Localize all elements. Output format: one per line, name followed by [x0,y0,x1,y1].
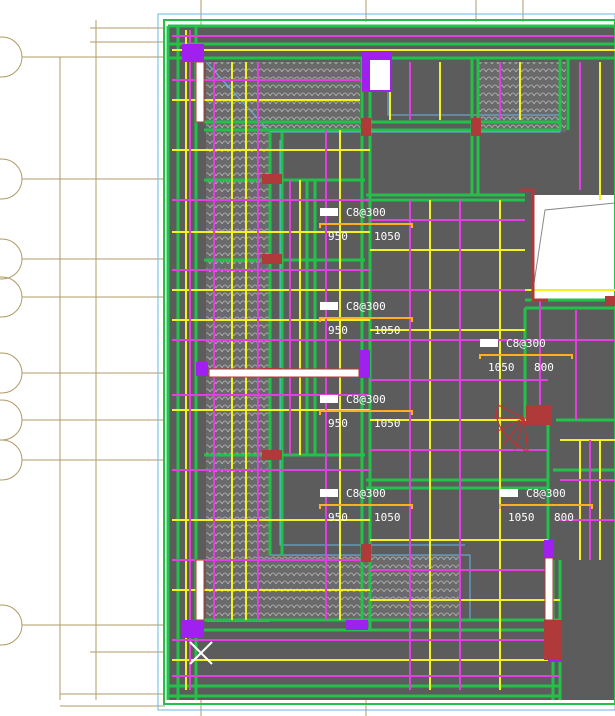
rebar-annotation: C8@300 1050 800 [479,337,573,374]
magenta-rebar [172,30,615,690]
stair-wall [520,188,548,302]
column [262,254,282,264]
wall-segment [195,61,205,123]
rebar-leader-line [479,354,573,359]
wall-segment [195,559,205,621]
column [196,362,208,376]
rebar-length-left: 950 [328,511,348,524]
rebar-annotation: C8@300 950 1050 [319,393,413,430]
rebar-length-right: 1050 [374,324,401,337]
rebar-leader-line [319,504,413,509]
rebar-leader-line [319,410,413,415]
rebar-spec-label: C8@300 [346,393,386,406]
column [526,405,552,425]
column [346,620,368,630]
rebar-spec-label: C8@300 [346,300,386,313]
rebar-symbol-icon [500,489,518,497]
column [182,620,204,638]
slab-outline [157,13,615,711]
rebar-length-left: 950 [328,324,348,337]
rebar-length-right: 1050 [374,417,401,430]
column [544,620,562,660]
rebar-symbol-icon [320,395,338,403]
column [361,544,371,562]
column [262,174,282,184]
yellow-rebar [172,30,615,690]
wall-segment [208,368,360,378]
column [361,118,371,136]
rebar-symbol-icon [320,489,338,497]
rebar-length-left: 950 [328,230,348,243]
column [360,350,370,378]
column [182,44,204,62]
rebar-annotation: C8@300 950 1050 [319,300,413,337]
column [262,450,282,460]
rebar-annotation: C8@300 1050 800 [499,487,593,524]
rebar-length-right: 1050 [374,230,401,243]
column [370,60,390,90]
rebar-spec-label: C8@300 [506,337,546,350]
rebar-symbol-icon [320,302,338,310]
rebar-length-left: 1050 [488,361,515,374]
rebar-length-left: 1050 [508,511,535,524]
spiral-stair-icon [494,404,529,453]
rebar-symbol-icon [320,208,338,216]
slab-outline-inner [163,19,615,705]
column [605,296,615,306]
stair-opening [533,195,615,300]
rebar-length-right: 800 [534,361,554,374]
rebar-length-left: 950 [328,417,348,430]
rebar-leader-line [499,504,593,509]
cross-mark-icon [189,641,213,665]
rebar-annotation: C8@300 950 1050 [319,487,413,524]
rebar-leader-line [319,223,413,228]
rebar-leader-line [319,317,413,322]
rebar-spec-label: C8@300 [526,487,566,500]
rebar-spec-label: C8@300 [346,206,386,219]
columns [182,44,615,662]
wall-segment [544,557,554,621]
column [471,118,481,136]
rebar-annotation: C8@300 950 1050 [319,206,413,243]
rebar-length-right: 1050 [374,511,401,524]
column [544,540,554,558]
rebar-symbol-icon [480,339,498,347]
rebar-length-right: 800 [554,511,574,524]
tiled-areas [206,62,566,622]
rebar-spec-label: C8@300 [346,487,386,500]
